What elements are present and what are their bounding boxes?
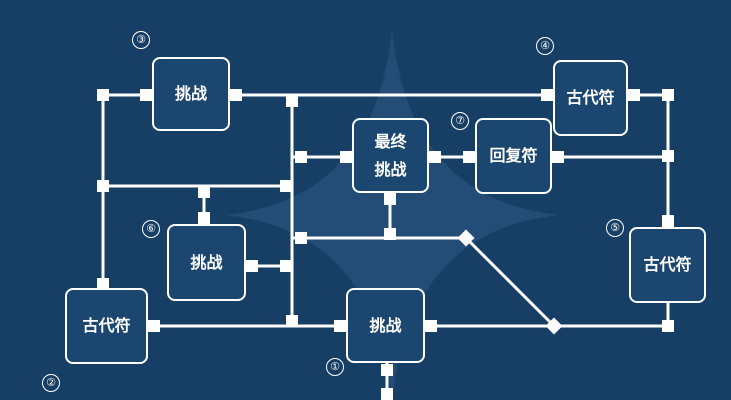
connector xyxy=(662,150,674,162)
node-3-challenge[interactable]: 挑战 xyxy=(152,57,230,131)
connector xyxy=(286,315,298,327)
final-challenge-label: 最终 挑战 xyxy=(374,128,406,184)
connector xyxy=(384,193,396,205)
node-6-label: 挑战 xyxy=(190,252,223,272)
node-6-number-marker: ⑥ xyxy=(142,220,160,238)
node-7-number-marker: ⑦ xyxy=(451,112,469,130)
connector xyxy=(97,89,109,101)
connector xyxy=(148,320,160,332)
connector xyxy=(381,388,393,400)
connector xyxy=(662,215,674,227)
node-7-recovery-rune[interactable]: 回复符 xyxy=(475,118,552,194)
connector xyxy=(334,320,346,332)
node-3-label: 挑战 xyxy=(174,84,207,104)
connector xyxy=(425,320,437,332)
connector xyxy=(280,180,292,192)
connector xyxy=(230,89,242,101)
connector xyxy=(662,89,674,101)
connector xyxy=(541,89,553,101)
node-5-number-marker: ⑤ xyxy=(606,219,624,237)
node-5-ancient-rune[interactable]: 古代符 xyxy=(629,227,706,303)
connector xyxy=(340,151,352,163)
final-challenge-node[interactable]: 最终 挑战 xyxy=(352,118,429,193)
node-1-challenge[interactable]: 挑战 xyxy=(346,288,425,363)
connector xyxy=(198,186,210,198)
node-4-ancient-rune[interactable]: 古代符 xyxy=(553,60,628,136)
connector xyxy=(286,95,298,107)
connector xyxy=(246,260,258,272)
connector xyxy=(381,364,393,376)
final-challenge-label-line2: 挑战 xyxy=(374,159,407,179)
background-star-decoration xyxy=(225,30,560,400)
node-1-number-marker: ① xyxy=(326,358,344,376)
junction-diamond xyxy=(545,317,563,335)
path-line xyxy=(464,236,556,328)
final-challenge-label-line1: 最终 xyxy=(374,131,407,151)
connector xyxy=(552,151,564,163)
connector xyxy=(662,320,674,332)
node-7-label: 回复符 xyxy=(489,146,538,166)
node-4-number-marker: ④ xyxy=(536,37,554,55)
connector xyxy=(198,212,210,224)
connector xyxy=(463,151,475,163)
connector xyxy=(628,89,640,101)
connector xyxy=(295,151,307,163)
node-3-number-marker: ③ xyxy=(132,31,150,49)
node-6-challenge[interactable]: 挑战 xyxy=(167,224,246,301)
node-5-label: 古代符 xyxy=(643,255,692,275)
connector xyxy=(384,228,396,240)
connector xyxy=(429,151,441,163)
connector xyxy=(280,260,292,272)
node-2-ancient-rune[interactable]: 古代符 xyxy=(65,288,148,364)
node-4-label: 古代符 xyxy=(566,88,615,108)
junction-diamond xyxy=(457,229,475,247)
node-2-number-marker: ② xyxy=(42,374,60,392)
node-1-label: 挑战 xyxy=(369,315,402,335)
node-2-label: 古代符 xyxy=(82,316,131,336)
connector xyxy=(97,180,109,192)
connector xyxy=(140,89,152,101)
path-connectors xyxy=(97,89,674,400)
connector xyxy=(97,278,109,290)
connector xyxy=(295,232,307,244)
